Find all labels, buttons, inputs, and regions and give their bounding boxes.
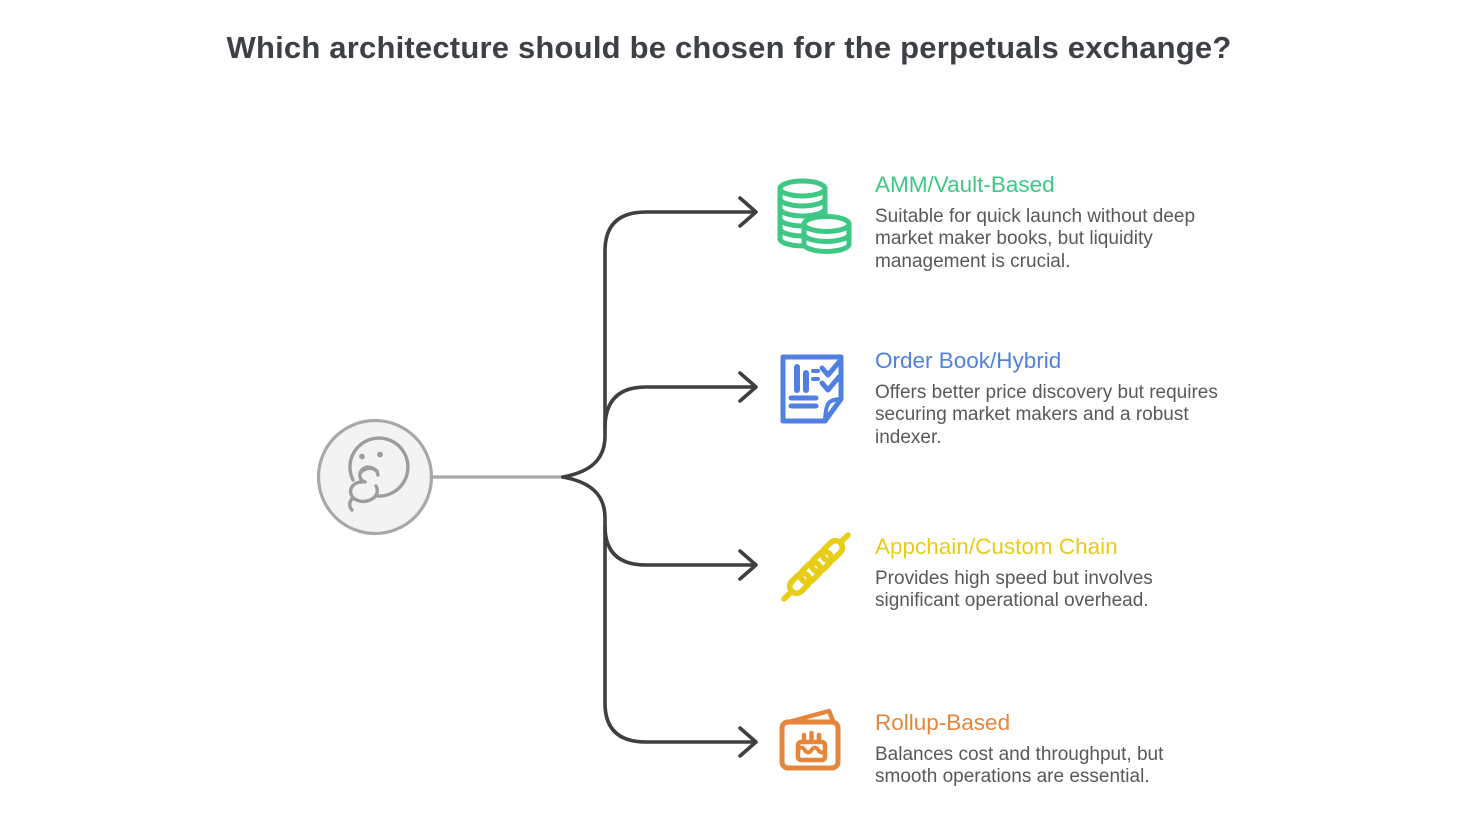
branch-line-3 xyxy=(603,524,754,567)
rollup-card-icon xyxy=(777,706,849,778)
chain-links-icon xyxy=(776,527,856,607)
arrowhead-1-icon xyxy=(738,196,758,228)
branch-line-1 xyxy=(561,210,754,479)
branch-line-2 xyxy=(603,385,754,430)
order-book-document-icon xyxy=(777,352,851,426)
face-strokes xyxy=(348,436,410,512)
page-title: Which architecture should be chosen for … xyxy=(226,30,1232,65)
branch-appchain: Appchain/Custom Chain Provides high spee… xyxy=(875,533,1255,613)
branch-order-book-label: Order Book/Hybrid xyxy=(875,348,1062,373)
branch-appchain-label: Appchain/Custom Chain xyxy=(875,534,1118,559)
branch-amm-vault-description: Suitable for quick launch without deep m… xyxy=(875,206,1196,272)
branch-appchain-description: Provides high speed but involves signifi… xyxy=(875,568,1153,612)
branch-order-book-description: Offers better price discovery but requir… xyxy=(875,382,1218,448)
arrowhead-3-icon xyxy=(738,549,758,581)
arrowhead-2-icon xyxy=(738,371,758,403)
coin-stack-icon xyxy=(777,178,852,256)
thinking-face-icon xyxy=(316,418,565,536)
arrowhead-4-icon xyxy=(738,726,758,758)
branch-rollup-label: Rollup-Based xyxy=(875,710,1011,735)
branch-amm-vault: AMM/Vault-Based Suitable for quick launc… xyxy=(875,171,1255,273)
branch-line-4 xyxy=(561,475,754,744)
branch-rollup: Rollup-Based Balances cost and throughpu… xyxy=(875,709,1255,789)
branch-arrows xyxy=(561,196,758,758)
branch-rollup-description: Balances cost and throughput, but smooth… xyxy=(875,744,1164,788)
branch-amm-vault-label: AMM/Vault-Based xyxy=(875,172,1055,197)
branch-order-book: Order Book/Hybrid Offers better price di… xyxy=(875,347,1255,449)
